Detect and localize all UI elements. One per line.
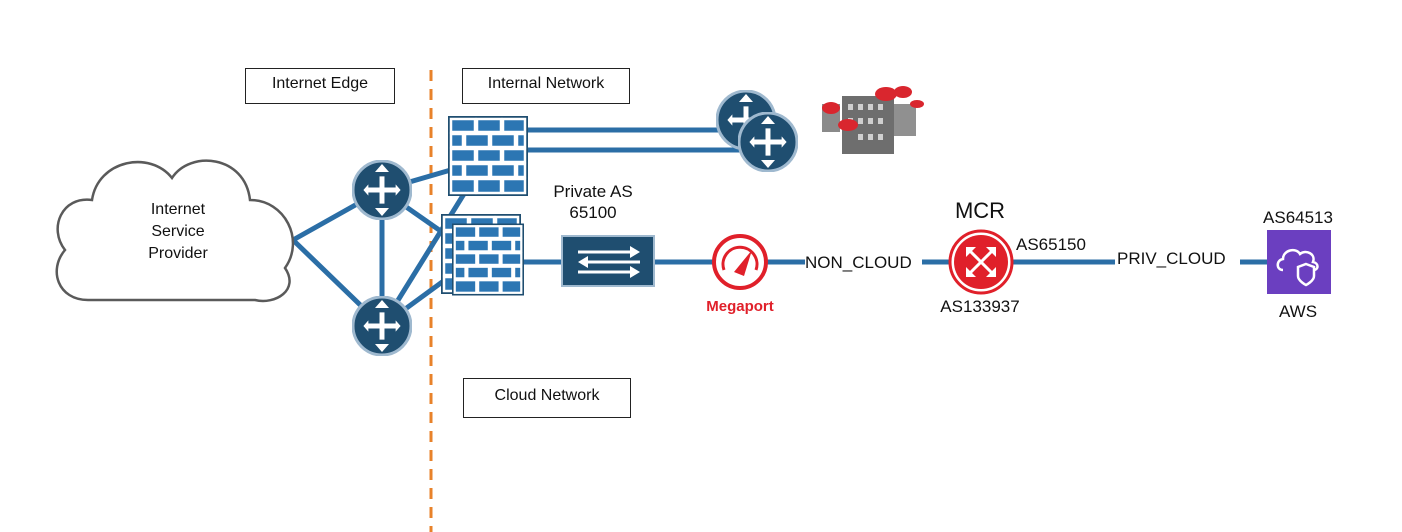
priv-cloud-label: PRIV_CLOUD — [1117, 249, 1226, 269]
zone-label-internal-network: Internal Network — [462, 68, 630, 104]
mcr-title: MCR — [954, 198, 1006, 223]
isp-label-line3: Provider — [148, 245, 208, 262]
zone-label-internet-edge: Internet Edge — [245, 68, 395, 104]
aws-label: AWS — [1278, 302, 1318, 321]
firewall-icon — [447, 116, 529, 196]
private-as-number: 65100 — [569, 203, 617, 222]
megaport-label: Megaport — [706, 298, 774, 315]
firewall-icon — [452, 222, 524, 297]
router-icon — [738, 112, 798, 172]
aws-vpc-icon — [1267, 230, 1331, 294]
zone-label-cloud-network: Cloud Network — [463, 378, 631, 418]
router-icon — [352, 296, 412, 356]
router-icon — [352, 160, 412, 220]
isp-label-line1: Internet — [150, 201, 206, 218]
buildings-icon — [822, 86, 924, 154]
isp-label-line2: Service — [151, 223, 205, 240]
private-as-label: Private AS — [553, 182, 633, 201]
mcr-as-right: AS65150 — [1016, 235, 1086, 254]
mcr-icon — [948, 229, 1014, 295]
non-cloud-label: NON_CLOUD — [805, 253, 912, 273]
switch-icon — [561, 235, 655, 287]
aws-as-label: AS64513 — [1263, 208, 1333, 227]
cloud-icon — [55, 159, 295, 303]
megaport-icon — [712, 234, 768, 290]
mcr-as-left: AS133937 — [940, 297, 1020, 316]
